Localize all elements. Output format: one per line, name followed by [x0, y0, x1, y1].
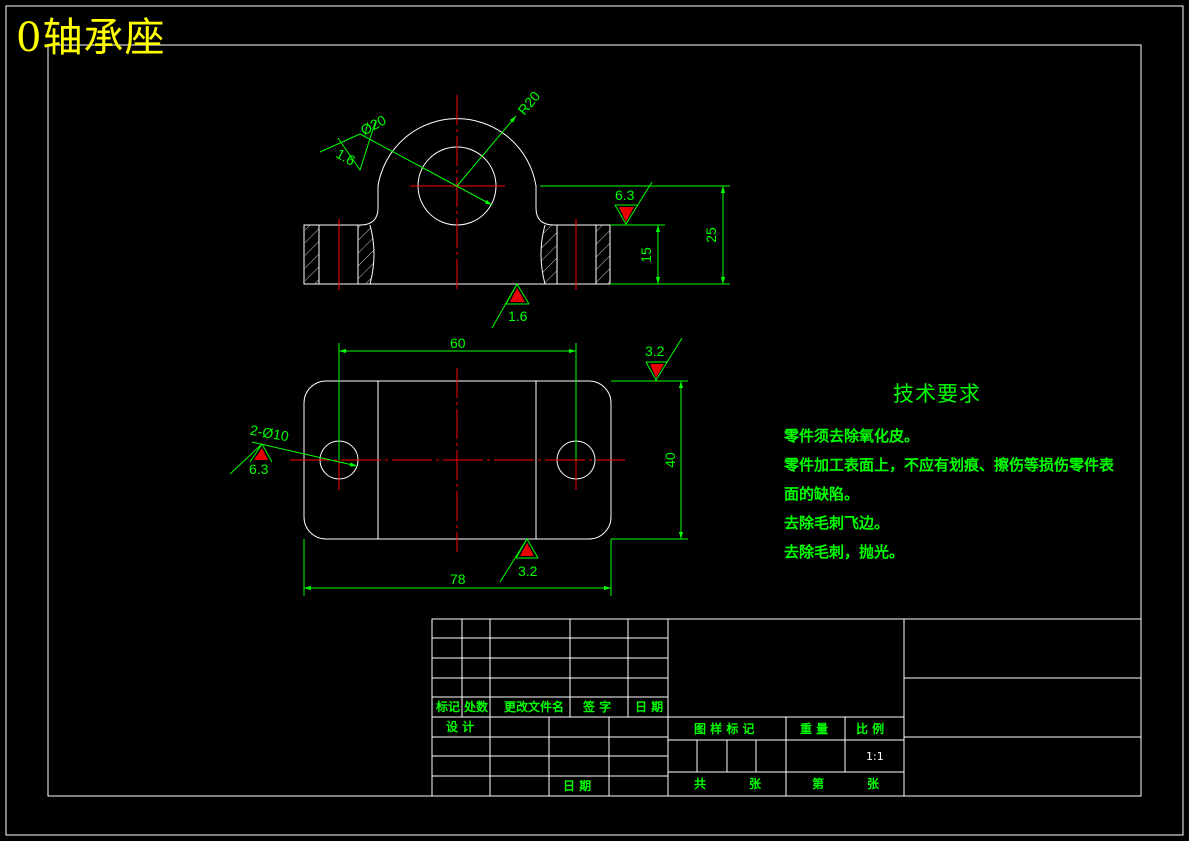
tb-sheets: 张: [749, 777, 762, 791]
tb-total: 共: [694, 777, 707, 791]
roughness-top-view: 3.2: [645, 343, 665, 359]
tb-count: 处数: [464, 700, 489, 714]
tb-scale-value: 1:1: [866, 750, 884, 763]
hatch-left-inner: [358, 225, 374, 284]
tech-req-3: 面的缺陷。: [784, 485, 860, 503]
tb-signature: 签 字: [583, 700, 612, 714]
tech-req-5: 去除毛刺，抛光。: [784, 543, 905, 561]
tb-weight: 重 量: [800, 722, 829, 736]
tb-design: 设 计: [446, 720, 475, 734]
roughness-holes: 6.3: [249, 461, 269, 477]
dim-length-78: 78: [450, 571, 466, 587]
front-outline: [303, 118, 611, 285]
hatch-right: [596, 225, 610, 284]
tb-date2: 日 期: [563, 779, 592, 793]
tech-requirements-title: 技术要求: [893, 382, 981, 406]
roughness-bottom-front: 1.6: [508, 308, 528, 324]
tb-change-doc: 更改文件名: [504, 700, 565, 714]
title-block-lines: [431, 618, 1142, 797]
front-view: [303, 95, 730, 329]
dim-height-25: 25: [702, 227, 719, 243]
tb-date: 日 期: [635, 700, 664, 714]
tb-sheets2: 张: [867, 777, 880, 791]
tb-sheet-no: 第: [812, 777, 825, 791]
dim-depth-40: 40: [661, 452, 678, 468]
roughness-bottom-top: 3.2: [518, 563, 538, 579]
hatch-left: [305, 225, 319, 284]
top-view: [229, 337, 688, 596]
hatch-right-inner: [541, 225, 557, 284]
tb-mark: 标记: [436, 700, 461, 714]
roughness-top-front: 6.3: [615, 187, 635, 203]
tb-scale: 比 例: [856, 722, 885, 736]
drawing-title: 0轴承座: [16, 15, 166, 61]
dim-height-15: 15: [637, 247, 654, 263]
tech-req-1: 零件须去除氧化皮。: [784, 427, 920, 445]
tb-stage-mark: 图 样 标 记: [694, 722, 755, 736]
tech-req-4: 去除毛刺飞边。: [784, 514, 890, 532]
tech-req-2: 零件加工表面上，不应有划痕、擦伤等损伤零件表: [784, 456, 1115, 474]
dim-width-60: 60: [450, 335, 466, 351]
